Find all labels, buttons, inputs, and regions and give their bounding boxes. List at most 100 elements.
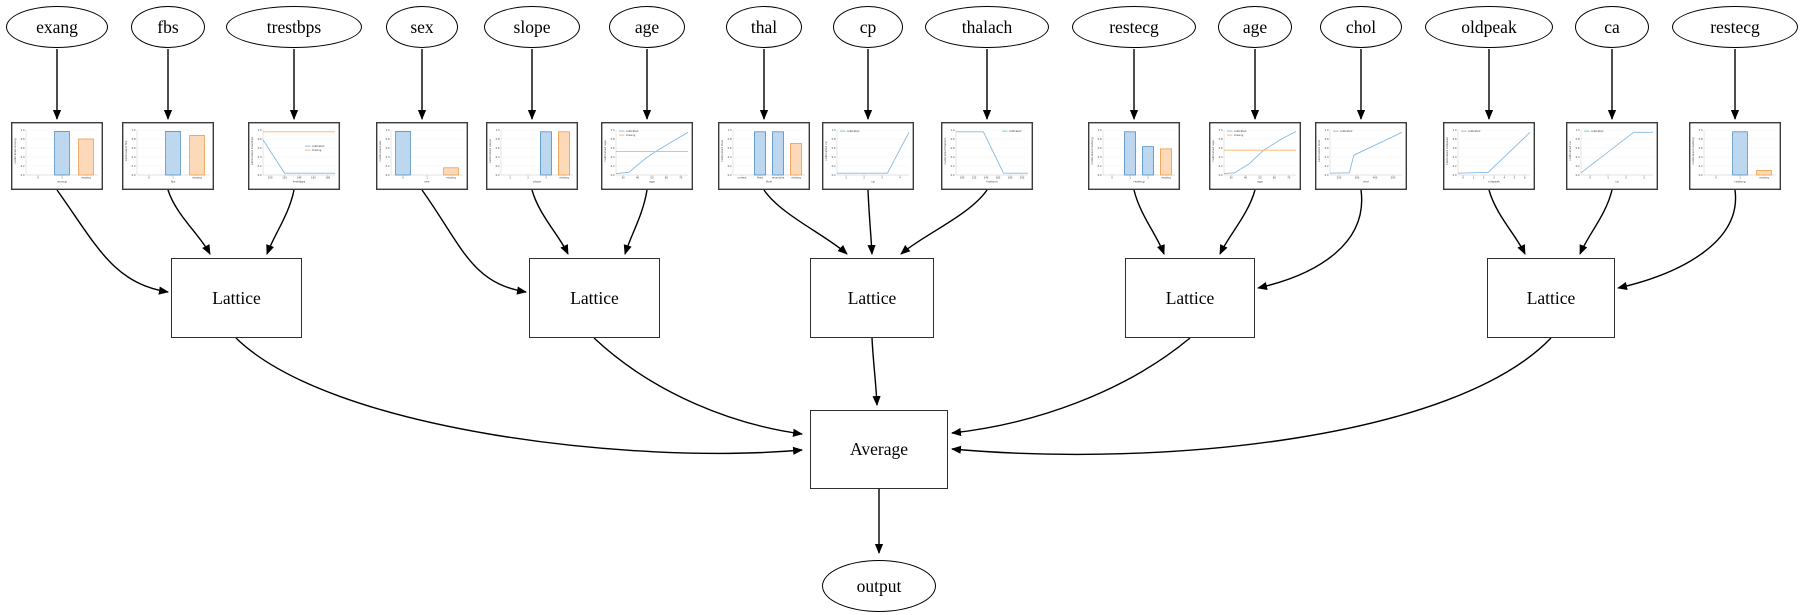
calibration-bar-orange xyxy=(1160,148,1172,176)
y-tick-label: 0.4 xyxy=(386,155,390,159)
x-tick-label: missing xyxy=(559,176,569,180)
x-tick-label: 3 xyxy=(1643,176,1645,180)
y-tick-label: 0.6 xyxy=(386,146,390,150)
feature-label: slope xyxy=(513,16,551,37)
x-tick-label: 5 xyxy=(1514,176,1516,180)
y-tick-label: 0.8 xyxy=(1453,137,1457,141)
legend-label: calibrated xyxy=(1468,129,1481,133)
y-tick-label: 0.8 xyxy=(1576,137,1580,141)
calibration-line-blue xyxy=(1457,131,1531,174)
x-tick-label: 300 xyxy=(1355,176,1360,180)
feature-label: cp xyxy=(859,16,877,37)
x-tick-label: 3 xyxy=(881,176,883,180)
y-tick-label: 0.0 xyxy=(1576,173,1580,177)
edge-calibrator-trestbps-2-to-lattice-1 xyxy=(266,189,295,255)
x-axis-label: oldpeak xyxy=(1488,180,1500,184)
x-axis-label: thal xyxy=(766,180,772,184)
lattice-label: Lattice xyxy=(1165,287,1215,308)
x-tick-label: 1 xyxy=(845,176,847,180)
y-tick-label: 0.8 xyxy=(496,137,500,141)
x-tick-label: 4 xyxy=(1503,176,1505,180)
feature-label: age xyxy=(634,16,660,37)
y-tick-label: 0.2 xyxy=(1219,164,1223,168)
x-tick-label: 1 xyxy=(426,176,428,180)
calibration-bar-blue xyxy=(1124,131,1136,176)
x-tick-label: 4 xyxy=(899,176,901,180)
calibration-line-blue xyxy=(956,131,1028,174)
lattice-label: Lattice xyxy=(847,287,897,308)
chart-frame xyxy=(822,122,914,190)
legend-label: missing xyxy=(1234,133,1244,137)
x-tick-label: 140 xyxy=(297,176,302,180)
edge-lattice-1-to-average xyxy=(235,337,803,455)
feature-node-fbs: fbs xyxy=(131,6,205,48)
y-tick-label: 0.0 xyxy=(728,173,732,177)
x-tick-label: 0 xyxy=(1462,176,1464,180)
x-tick-label: 400 xyxy=(1373,176,1378,180)
x-tick-label: 50 xyxy=(650,176,654,180)
calibration-bar-orange xyxy=(78,138,94,176)
edge-calibrator-fbs-1-to-lattice-1 xyxy=(167,189,211,255)
y-tick-label: 0.6 xyxy=(132,146,136,150)
x-tick-label: 30 xyxy=(622,176,626,180)
feature-node-thalach: thalach xyxy=(925,6,1049,48)
y-tick-label: 0.2 xyxy=(496,164,500,168)
x-tick-label: 2 xyxy=(1483,176,1485,180)
chart-frame xyxy=(1315,122,1407,190)
calibration-bar-orange xyxy=(443,167,459,176)
legend-label: missing xyxy=(312,148,322,152)
y-tick-label: 0.0 xyxy=(1699,173,1703,177)
y-tick-label: 0.8 xyxy=(1219,137,1223,141)
x-tick-label: 70 xyxy=(1287,176,1291,180)
y-tick-label: 0.6 xyxy=(1576,146,1580,150)
x-tick-label: 60 xyxy=(665,176,669,180)
x-tick-label: 0 xyxy=(37,176,39,180)
x-tick-label: 160 xyxy=(311,176,316,180)
edge-calibrator-thal-6-to-lattice-3 xyxy=(763,189,848,255)
y-axis-label: calibrated exang xyxy=(13,138,17,163)
lattice-node-4: Lattice xyxy=(1125,258,1255,338)
x-tick-label: missing xyxy=(81,176,91,180)
calibration-bar-orange xyxy=(790,143,802,176)
y-axis-label: calibrated age xyxy=(603,140,607,162)
y-tick-label: 1.0 xyxy=(132,128,136,132)
x-tick-label: 1 xyxy=(61,176,63,180)
y-tick-label: 0.0 xyxy=(1325,173,1329,177)
feature-node-cp: cp xyxy=(833,6,903,48)
y-tick-label: 0.4 xyxy=(951,155,955,159)
x-tick-label: 2 xyxy=(527,176,529,180)
feature-node-sex: sex xyxy=(386,6,458,48)
legend-label: calibrated xyxy=(1591,129,1604,133)
y-axis-label: calibrated cp xyxy=(824,141,828,161)
x-tick-label: 0 xyxy=(402,176,404,180)
y-tick-label: 0.4 xyxy=(611,155,615,159)
feature-label: thalach xyxy=(961,16,1013,37)
chart-frame xyxy=(601,122,693,190)
x-tick-label: 3 xyxy=(545,176,547,180)
legend-label: missing xyxy=(626,133,636,137)
y-tick-label: 0.8 xyxy=(21,137,25,141)
x-tick-label: 180 xyxy=(325,176,330,180)
edge-calibrator-slope-4-to-lattice-2 xyxy=(531,189,569,255)
calibration-bar-blue xyxy=(54,131,70,176)
x-tick-label: 1 xyxy=(509,176,511,180)
feature-node-age: age xyxy=(1218,6,1292,48)
x-tick-label: 0 xyxy=(1111,176,1113,180)
y-tick-label: 0.8 xyxy=(611,137,615,141)
feature-node-slope: slope xyxy=(484,6,580,48)
calibration-bar-blue xyxy=(1142,146,1154,176)
edge-calibrator-age-5-to-lattice-2 xyxy=(623,189,648,255)
y-tick-label: 0.4 xyxy=(1576,155,1580,159)
y-tick-label: 0.2 xyxy=(832,164,836,168)
y-tick-label: 0.4 xyxy=(132,155,136,159)
legend-label: calibrated xyxy=(1234,129,1247,133)
y-tick-label: 0.2 xyxy=(1453,164,1457,168)
y-tick-label: 0.8 xyxy=(832,137,836,141)
